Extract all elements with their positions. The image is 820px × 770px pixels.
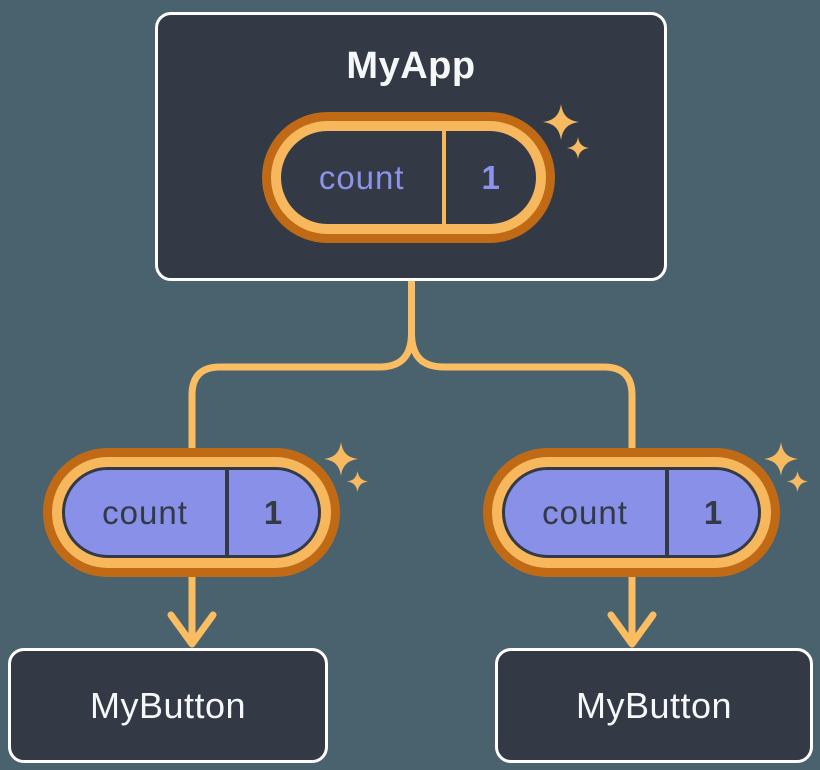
node-myapp: MyApp count 1 xyxy=(155,12,667,281)
node-mybutton-title: MyButton xyxy=(89,684,247,726)
pill-divider xyxy=(225,470,230,555)
prop-pill-label: count xyxy=(102,493,188,531)
connector-right-branch xyxy=(408,332,636,641)
sparkle-icon xyxy=(787,471,808,492)
pill-divider xyxy=(665,470,670,555)
node-mybutton-right: MyButton xyxy=(495,648,813,763)
prop-pill-right: count 1 xyxy=(483,448,780,577)
sparkle-icon xyxy=(543,104,579,140)
sparkle-icon xyxy=(324,442,358,476)
arrowhead-right xyxy=(607,611,657,648)
state-pill-value: 1 xyxy=(481,158,501,196)
prop-pill-label: count xyxy=(542,493,628,531)
prop-pill-value: 1 xyxy=(703,493,724,531)
prop-pill-left: count 1 xyxy=(43,448,340,577)
state-pill-myapp: count 1 xyxy=(262,112,555,243)
arrowhead-left xyxy=(167,611,217,648)
state-pill-label: count xyxy=(318,158,405,196)
prop-pill-value: 1 xyxy=(263,493,284,531)
node-mybutton-title: MyButton xyxy=(575,684,733,726)
node-mybutton-left: MyButton xyxy=(8,648,328,763)
sparkle-icon xyxy=(347,471,368,492)
pill-divider xyxy=(442,131,447,224)
sparkle-icon xyxy=(764,442,798,476)
node-myapp-title: MyApp xyxy=(346,45,476,87)
sparkle-icon xyxy=(567,137,589,159)
